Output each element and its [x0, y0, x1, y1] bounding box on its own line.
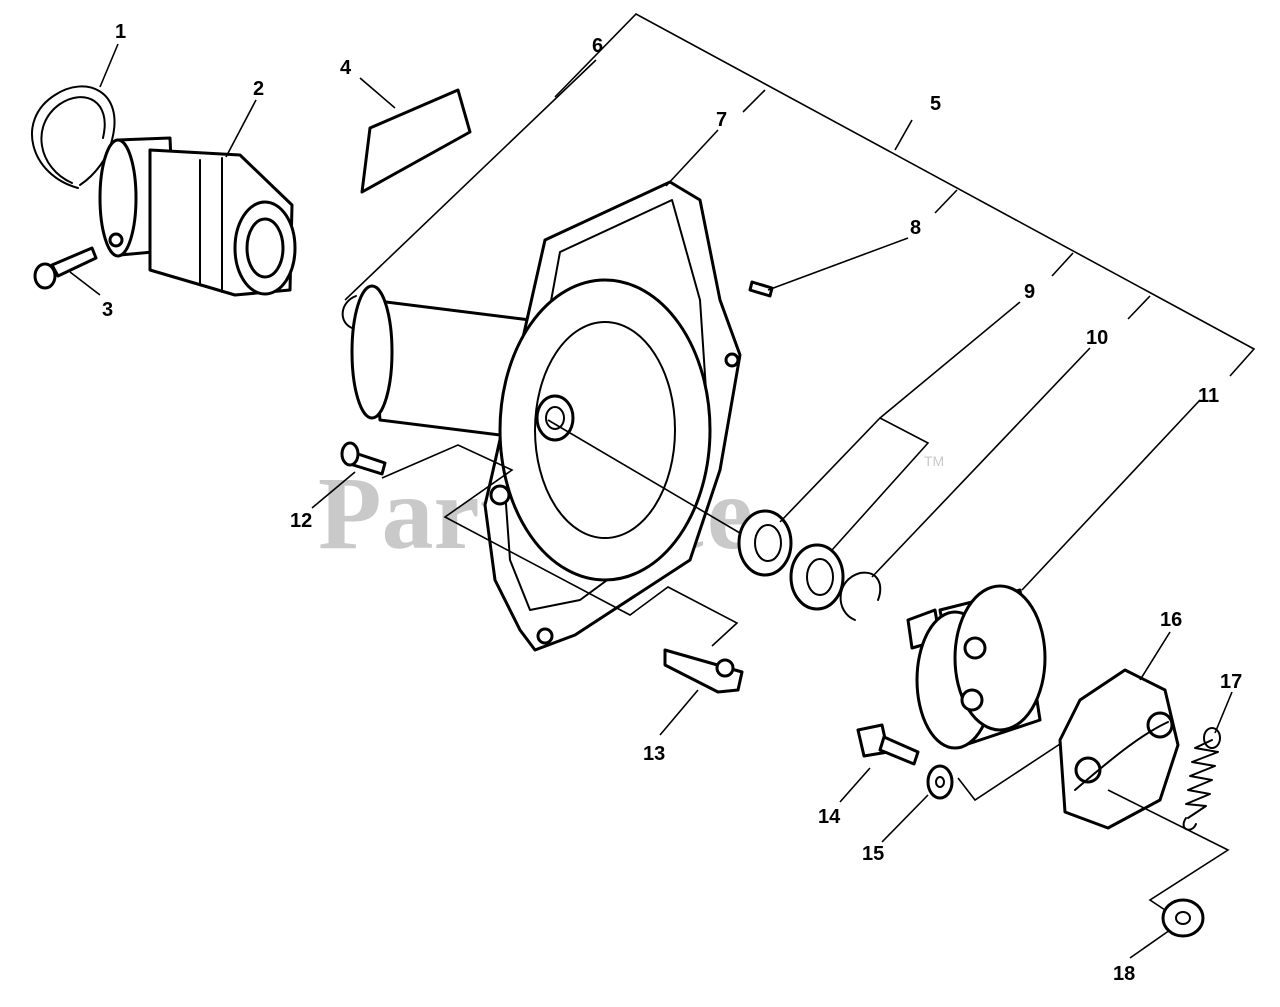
- spring-17-leader: [1107, 789, 1230, 911]
- callout-numbers: 1 2 3 4 5 6 7 8 9 10 11 12 13 14 15 16 1…: [102, 21, 1242, 985]
- callout-5: 5: [930, 93, 941, 115]
- part-10-snap-ring: [839, 571, 882, 621]
- callout-16: 16: [1160, 609, 1182, 631]
- callout-4: 4: [340, 57, 352, 79]
- part-11-clutch-drum: [906, 584, 1047, 750]
- callout-1: 1: [115, 21, 126, 43]
- bolt-12-leader: [381, 444, 739, 647]
- callout-10: 10: [1086, 327, 1108, 349]
- part-12-bolt: [340, 441, 387, 476]
- callout-12: 12: [290, 510, 312, 532]
- part-4-label: [360, 88, 472, 194]
- part-16-clutch-shoe: [1058, 668, 1180, 830]
- part-3-screw: [33, 246, 98, 290]
- callout-17: 17: [1220, 671, 1242, 693]
- part-2-coupling: [98, 136, 297, 297]
- part-18-washer: [1161, 898, 1205, 938]
- callout-15: 15: [862, 843, 884, 865]
- part-15-washer: [926, 764, 954, 800]
- callout-13: 13: [643, 743, 665, 765]
- callout-8: 8: [910, 217, 921, 239]
- callout-18: 18: [1113, 963, 1135, 985]
- callout-9: 9: [1024, 281, 1035, 303]
- callout-14: 14: [818, 806, 841, 828]
- watermark-trademark: TM: [924, 453, 944, 469]
- group-bracket-5: [554, 13, 1256, 377]
- callout-6: 6: [592, 35, 603, 57]
- part-8-pin: [748, 280, 774, 298]
- callout-leaders: [69, 43, 1233, 959]
- callout-3: 3: [102, 299, 113, 321]
- washer-15-leader: [957, 743, 1061, 802]
- shaft-axis-line: [547, 419, 746, 537]
- part-14-shoulder-bolt: [856, 723, 920, 766]
- callout-7: 7: [716, 109, 727, 131]
- callout-2: 2: [253, 78, 264, 100]
- part-9-bearings: [737, 509, 845, 611]
- part-7-fan-case: [350, 180, 742, 652]
- bearings-9-bracket: [779, 417, 930, 551]
- part-17-spring: [1182, 727, 1221, 831]
- part-13-bracket: [663, 648, 744, 694]
- callout-11: 11: [1198, 385, 1219, 407]
- part-6-clip: [341, 295, 357, 329]
